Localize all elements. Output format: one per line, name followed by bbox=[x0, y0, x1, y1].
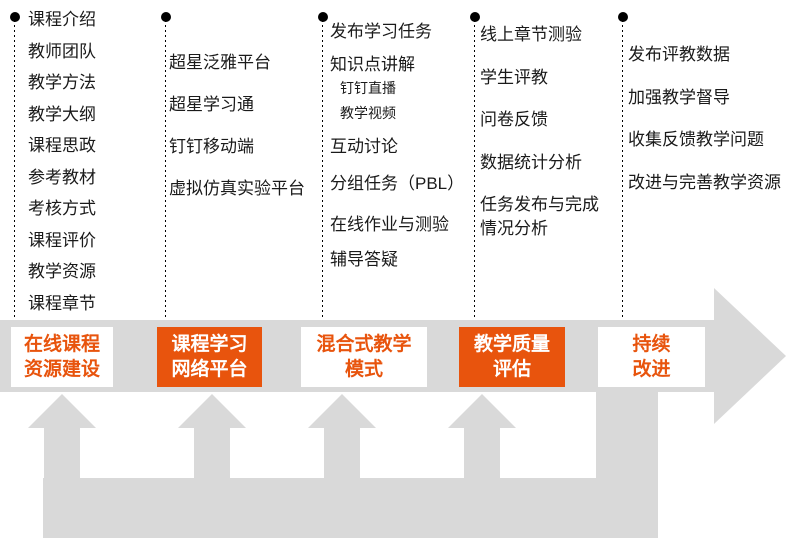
feedback-up-arrow-shaft-1 bbox=[44, 427, 80, 478]
list-item: 加强教学督导 bbox=[628, 87, 730, 107]
stage-label-line: 课程学习 bbox=[171, 334, 248, 355]
feedback-up-arrow-shaft-4 bbox=[464, 427, 500, 478]
list-item: 知识点讲解 bbox=[330, 55, 415, 74]
stage-label-line: 在线课程 bbox=[23, 334, 100, 355]
column-continuous-improvement-activities: 发布评教数据 加强教学督导 收集反馈教学问题 改进与完善教学资源 bbox=[628, 43, 781, 195]
list-item: 发布学习任务 bbox=[330, 22, 432, 41]
timeline-dotted-line-2 bbox=[165, 20, 166, 320]
list-item: 教师团队 bbox=[28, 41, 96, 61]
list-item: 互动讨论 bbox=[330, 137, 398, 156]
stage-label-line: 评估 bbox=[492, 359, 531, 380]
list-item: 参考教材 bbox=[28, 167, 96, 187]
list-item: 在线作业与测验 bbox=[330, 215, 449, 234]
stage-label-line: 混合式教学 bbox=[316, 334, 412, 355]
stage-label-line: 模式 bbox=[344, 359, 383, 380]
list-item: 辅导答疑 bbox=[330, 250, 398, 269]
feedback-up-arrow-head-4-icon bbox=[448, 394, 516, 428]
timeline-dotted-line-4 bbox=[474, 20, 475, 320]
column-blended-teaching-activities: 发布学习任务 知识点讲解 钉钉直播 教学视频 互动讨论 分组任务（PBL） 在线… bbox=[330, 20, 464, 272]
stage-label-line: 教学质量 bbox=[473, 334, 550, 355]
list-item: 分组任务（PBL） bbox=[330, 174, 465, 193]
stage-label-line: 网络平台 bbox=[171, 359, 248, 380]
stage-label-line: 改进 bbox=[632, 359, 671, 380]
timeline-dotted-line-3 bbox=[322, 20, 323, 320]
list-item: 任务发布与完成 情况分析 bbox=[480, 195, 599, 238]
list-item: 收集反馈教学问题 bbox=[628, 130, 764, 149]
list-item: 教学方法 bbox=[28, 73, 96, 92]
process-arrow-head-icon bbox=[714, 288, 786, 424]
feedback-up-arrow-head-1-icon bbox=[28, 394, 96, 428]
list-item: 课程章节 bbox=[28, 293, 96, 313]
list-item: 超星泛雅平台 bbox=[169, 53, 271, 72]
list-item: 问卷反馈 bbox=[480, 110, 548, 129]
list-item: 教学大纲 bbox=[28, 104, 96, 124]
timeline-dot-5 bbox=[617, 12, 628, 22]
stage-box-blended-teaching-mode: 混合式教学 模式 bbox=[301, 327, 427, 387]
feedback-bar bbox=[43, 478, 658, 538]
timeline-dot-1 bbox=[9, 12, 20, 22]
list-item: 学生评教 bbox=[480, 67, 548, 87]
stage-box-continuous-improvement: 持续 改进 bbox=[598, 327, 705, 387]
stage-label-line: 资源建设 bbox=[23, 359, 100, 380]
timeline-dotted-line-5 bbox=[622, 20, 623, 320]
list-item: 超星学习通 bbox=[169, 95, 254, 114]
list-item: 教学资源 bbox=[28, 262, 96, 281]
list-item: 虚拟仿真实验平台 bbox=[169, 179, 305, 198]
stage-box-online-course-resources: 在线课程 资源建设 bbox=[11, 327, 113, 387]
list-sub-item: 教学视频 bbox=[340, 105, 396, 121]
feedback-up-arrow-head-3-icon bbox=[308, 394, 376, 428]
stage-label-line: 持续 bbox=[632, 334, 671, 355]
list-item: 考核方式 bbox=[28, 199, 96, 218]
list-sub-item: 钉钉直播 bbox=[340, 80, 396, 96]
list-item: 课程介绍 bbox=[28, 10, 96, 29]
stage-box-course-learning-platform: 课程学习 网络平台 bbox=[157, 327, 262, 387]
column-quality-assessment-activities: 线上章节测验 学生评教 问卷反馈 数据统计分析 任务发布与完成 情况分析 bbox=[480, 23, 599, 241]
feedback-up-arrow-shaft-3 bbox=[324, 427, 360, 478]
timeline-dot-3 bbox=[317, 12, 328, 22]
timeline-dot-2 bbox=[160, 12, 171, 22]
column-learning-platforms: 超星泛雅平台 超星学习通 钉钉移动端 虚拟仿真实验平台 bbox=[169, 51, 305, 201]
list-item: 改进与完善教学资源 bbox=[628, 172, 781, 192]
list-item: 钉钉移动端 bbox=[169, 137, 254, 156]
column-online-course-resources: 课程介绍 教师团队 教学方法 教学大纲 课程思政 参考教材 考核方式 课程评价 … bbox=[28, 8, 96, 316]
list-item: 课程思政 bbox=[28, 136, 96, 155]
list-item: 线上章节测验 bbox=[480, 25, 582, 44]
stage-box-teaching-quality-assessment: 教学质量 评估 bbox=[459, 327, 565, 387]
list-item: 发布评教数据 bbox=[628, 45, 730, 64]
timeline-dot-4 bbox=[469, 12, 480, 22]
list-item: 数据统计分析 bbox=[480, 152, 582, 172]
feedback-up-arrow-head-2-icon bbox=[178, 394, 246, 428]
list-item: 课程评价 bbox=[28, 230, 96, 250]
timeline-dotted-line-1 bbox=[14, 20, 15, 320]
feedback-up-arrow-shaft-2 bbox=[194, 427, 230, 478]
